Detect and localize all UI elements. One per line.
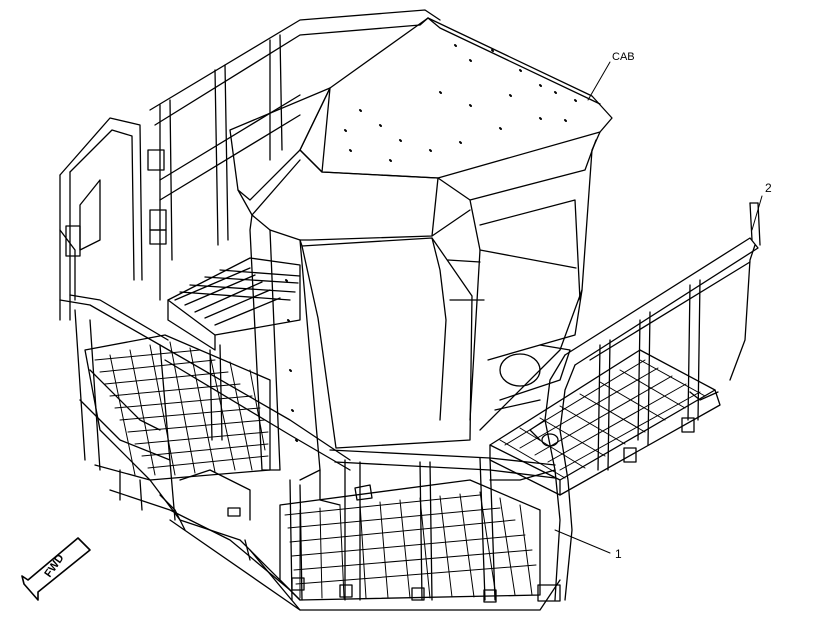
leader-cab [587,61,611,101]
left-deck-grating [84,334,271,481]
front-deck-grating [279,479,541,601]
cab-callout-label: CAB [612,51,635,63]
cab-front-panel [299,149,481,421]
roof-bolts [344,44,577,162]
callout-2-label: 2 [765,181,772,195]
right-handrail [564,237,759,366]
leader-lines [554,61,763,554]
left-side-walkway [167,257,301,351]
front-center-platform [244,449,561,611]
leader-2 [751,195,763,231]
cab-windshield [301,237,473,449]
leader-1 [554,529,611,554]
upper-rear-railing [59,9,441,321]
callout-1-label: 1 [615,547,622,561]
cab-roof [299,17,613,179]
fwd-arrow [21,537,91,601]
cab-body [229,17,613,481]
left-front-platform [59,294,351,611]
right-deck-grating [489,349,716,481]
right-walkway [489,202,761,602]
